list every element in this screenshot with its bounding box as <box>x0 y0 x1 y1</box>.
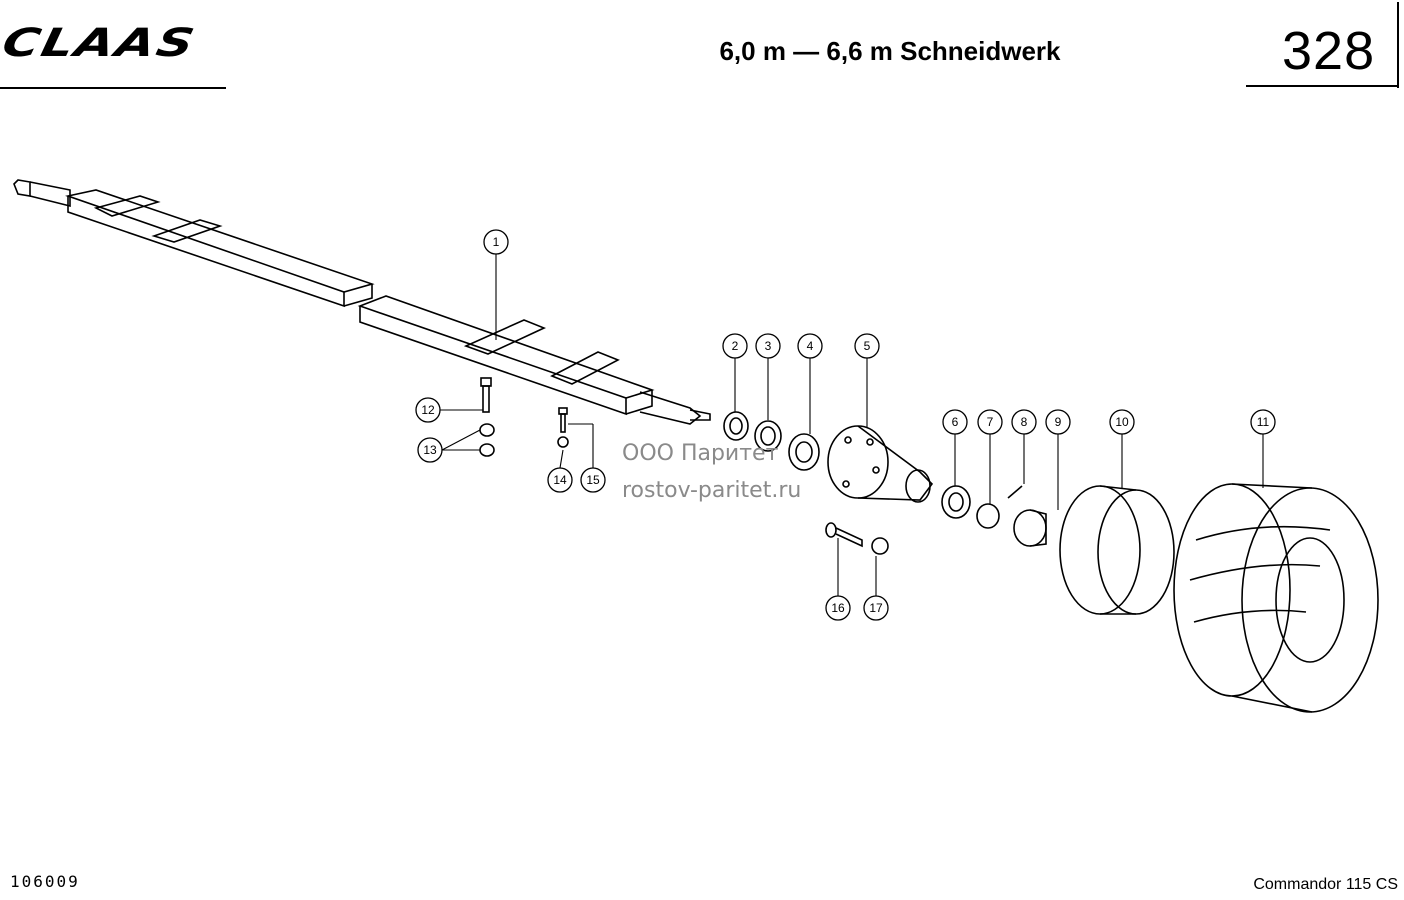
callout-2: 2 <box>722 333 748 359</box>
callout-9: 9 <box>1045 409 1071 435</box>
hub-cap-9 <box>1013 509 1047 547</box>
svg-text:14: 14 <box>553 473 567 487</box>
callout-3: 3 <box>755 333 781 359</box>
svg-text:5: 5 <box>864 339 871 353</box>
svg-text:7: 7 <box>987 415 994 429</box>
leader-lines <box>440 254 1264 596</box>
page-number: 328 <box>1282 21 1376 81</box>
watermark-company: ООО Паритет <box>622 441 779 466</box>
bearing-3 <box>754 420 782 452</box>
svg-text:13: 13 <box>423 443 437 457</box>
callout-14: 14 <box>547 467 573 493</box>
wheel-rim-10 <box>1059 485 1175 615</box>
callout-13: 13 <box>417 437 443 463</box>
bolt-14 <box>557 407 569 448</box>
wheel-hub-5 <box>827 425 934 503</box>
svg-text:17: 17 <box>869 601 883 615</box>
callout-1: 1 <box>483 229 509 255</box>
svg-text:9: 9 <box>1055 415 1062 429</box>
callout-10: 10 <box>1109 409 1135 435</box>
seal-ring-2 <box>723 411 749 441</box>
nut-13 <box>479 423 495 457</box>
callout-8: 8 <box>1011 409 1037 435</box>
svg-text:3: 3 <box>765 339 772 353</box>
drawing-number: 106009 <box>10 872 80 891</box>
wheel-bolt-16 <box>825 522 863 548</box>
model-name: Commandor 115 CS <box>1253 876 1398 893</box>
callout-16: 16 <box>825 595 851 621</box>
watermark-url: rostov-paritet.ru <box>622 478 802 503</box>
callout-7: 7 <box>977 409 1003 435</box>
callout-12: 12 <box>415 397 441 423</box>
callout-5: 5 <box>854 333 880 359</box>
callouts: 1 2 3 4 5 6 7 8 9 10 11 12 13 14 15 16 1… <box>415 229 1276 621</box>
svg-text:6: 6 <box>952 415 959 429</box>
svg-text:1: 1 <box>493 235 500 249</box>
svg-text:16: 16 <box>831 601 845 615</box>
svg-text:8: 8 <box>1021 415 1028 429</box>
callout-4: 4 <box>797 333 823 359</box>
svg-text:2: 2 <box>732 339 739 353</box>
page-title: 6,0 m — 6,6 m Schneidwerk <box>719 36 1061 66</box>
bearing-4 <box>788 433 820 471</box>
cotter-pin-8 <box>1007 485 1023 499</box>
bearing-6 <box>941 485 971 519</box>
svg-text:11: 11 <box>1257 415 1270 429</box>
callout-15: 15 <box>580 467 606 493</box>
svg-text:12: 12 <box>421 403 435 417</box>
callout-6: 6 <box>942 409 968 435</box>
nut-7 <box>976 503 1000 529</box>
svg-text:10: 10 <box>1115 415 1129 429</box>
svg-text:15: 15 <box>586 473 600 487</box>
callout-17: 17 <box>863 595 889 621</box>
tire-11 <box>1173 483 1379 713</box>
bolt-12 <box>480 377 492 413</box>
callout-11: 11 <box>1250 409 1276 435</box>
wheel-nut-17 <box>871 537 889 555</box>
axle-beam <box>13 179 711 425</box>
svg-text:4: 4 <box>807 339 814 353</box>
